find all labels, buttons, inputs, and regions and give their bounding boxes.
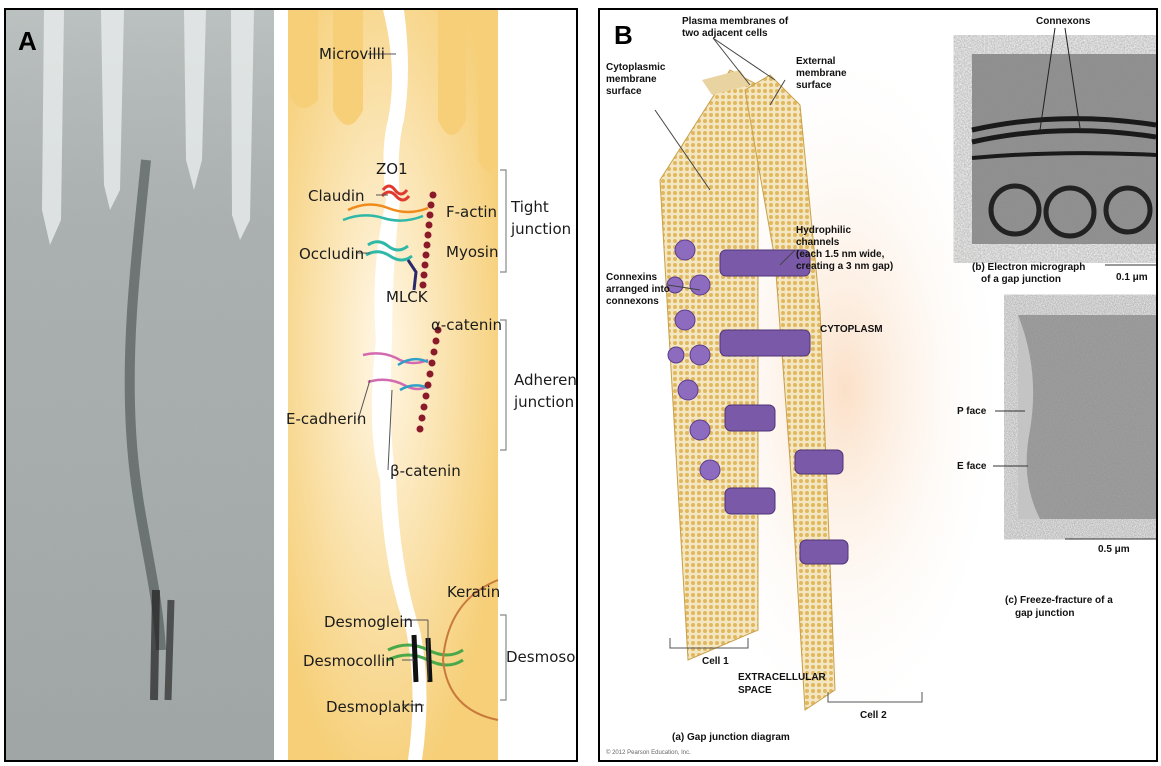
label-hydrophilic-3: (each 1.5 nm wide, <box>796 249 884 260</box>
label-caption-b-2: of a gap junction <box>981 274 1061 285</box>
label-caption-b-1: (b) Electron micrograph <box>972 262 1085 273</box>
label-hydrophilic-1: Hydrophilic <box>796 225 851 236</box>
label-caption-c-2: gap junction <box>1015 608 1074 619</box>
panel-a-letter: A <box>18 26 37 57</box>
label-p-face: P face <box>957 406 986 417</box>
label-myosin: Myosin <box>446 243 499 261</box>
label-desmoglein: Desmoglein <box>324 613 413 631</box>
label-extracellular-2: SPACE <box>738 685 772 696</box>
label-plasma-membranes-2: two adjacent cells <box>682 28 768 39</box>
gap-junction-drawing <box>600 10 1156 760</box>
label-adherens-1: Adherens <box>514 371 578 389</box>
label-desmocollin: Desmocollin <box>303 652 395 670</box>
panel-b: B Plasma membranes of two adjacent cells… <box>598 8 1158 762</box>
micrograph-c <box>1018 315 1156 519</box>
label-external-1: External <box>796 56 835 67</box>
panel-b-letter: B <box>614 20 633 51</box>
label-e-cadherin: E-cadherin <box>286 410 366 428</box>
label-connexins-2: arranged into <box>606 284 670 295</box>
label-cytoplasmic-2: membrane <box>606 74 657 85</box>
label-cell-2: Cell 2 <box>860 710 887 721</box>
label-f-actin: F-actin <box>446 203 497 221</box>
label-cytoplasm: CYTOPLASM <box>820 324 883 335</box>
label-connexons: Connexons <box>1036 16 1090 27</box>
electron-micrograph-a <box>6 10 274 760</box>
label-external-3: surface <box>796 80 832 91</box>
label-desmoplakin: Desmoplakin <box>326 698 424 716</box>
label-occludin: Occludin <box>299 245 364 263</box>
label-caption-c-1: (c) Freeze-fracture of a <box>1005 595 1113 606</box>
label-e-face: E face <box>957 461 986 472</box>
label-connexins-3: connexons <box>606 296 659 307</box>
label-copyright: © 2012 Pearson Education, Inc. <box>606 750 691 756</box>
label-alpha-catenin: α-catenin <box>431 316 502 334</box>
label-plasma-membranes-1: Plasma membranes of <box>682 16 788 27</box>
label-external-2: membrane <box>796 68 847 79</box>
micrograph-a-texture <box>6 10 274 760</box>
label-beta-catenin: β-catenin <box>390 462 461 480</box>
label-tight-2: junction <box>511 220 571 238</box>
label-claudin: Claudin <box>308 187 365 205</box>
label-hydrophilic-2: channels <box>796 237 839 248</box>
label-tight-1: Tight <box>511 198 549 216</box>
label-connexins-1: Connexins <box>606 272 657 283</box>
label-hydrophilic-4: creating a 3 nm gap) <box>796 261 893 272</box>
label-extracellular-1: EXTRACELLULAR <box>738 672 826 683</box>
label-scale-c: 0.5 μm <box>1098 544 1130 555</box>
label-cytoplasmic-1: Cytoplasmic <box>606 62 665 73</box>
label-keratin: Keratin <box>447 583 500 601</box>
label-zo1: ZO1 <box>376 160 408 178</box>
label-adherens-2: junction <box>514 393 574 411</box>
label-desmosome: Desmosome <box>506 648 578 666</box>
label-cell-1: Cell 1 <box>702 656 729 667</box>
micrograph-b <box>972 28 1156 244</box>
label-scale-b: 0.1 μm <box>1116 272 1148 283</box>
panel-a: A Microvilli ZO1 Claudin F-actin Tight j… <box>4 8 578 762</box>
label-cytoplasmic-3: surface <box>606 86 642 97</box>
label-microvilli: Microvilli <box>319 45 385 63</box>
label-caption-a: (a) Gap junction diagram <box>672 732 790 743</box>
label-mlck: MLCK <box>386 288 428 306</box>
